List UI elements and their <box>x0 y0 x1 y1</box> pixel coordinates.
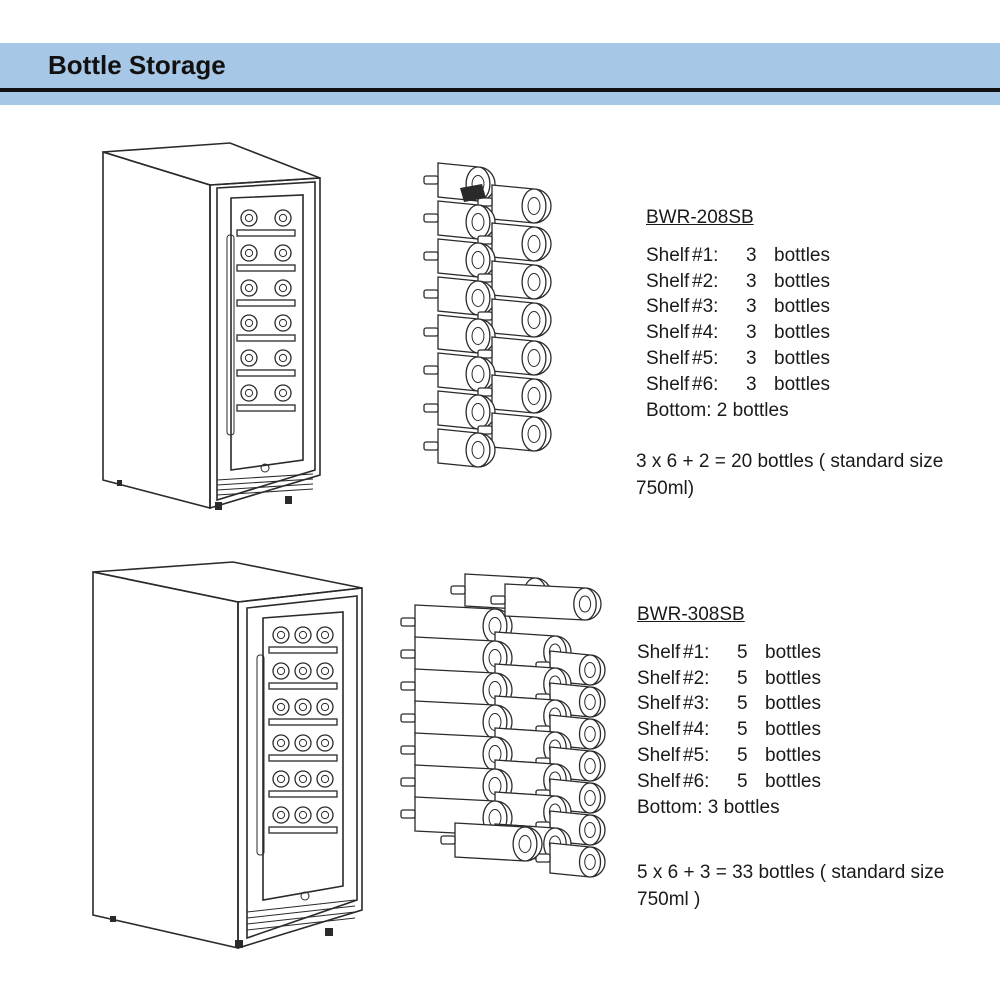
bottle-unit: bottles <box>774 296 830 318</box>
shelf-row: Shelf#2: 3 bottles <box>646 269 830 295</box>
bottle-count: 5 <box>737 641 748 663</box>
shelf-number: #3: <box>683 693 710 715</box>
bottle-count: 5 <box>737 744 748 766</box>
bottle-count: 3 <box>746 322 757 344</box>
bottom-capacity: Bottom: 3 bottles <box>637 796 780 818</box>
shelf-number: #3: <box>692 296 719 318</box>
header-bar <box>0 43 1000 88</box>
shelf-row: Shelf#4: 3 bottles <box>646 320 830 346</box>
shelf-row: Shelf#3: 3 bottles <box>646 294 830 320</box>
header-rule <box>0 88 1000 92</box>
shelf-label: Shelf <box>637 744 681 766</box>
shelf-row: Shelf#3: 5 bottles <box>637 691 821 717</box>
rack-208-illustration <box>420 160 570 490</box>
shelf-row: Shelf#2: 5 bottles <box>637 666 821 692</box>
bottle-unit: bottles <box>774 322 830 344</box>
shelf-number: #4: <box>683 719 710 741</box>
shelf-label: Shelf <box>646 270 690 292</box>
bottle-count: 5 <box>737 667 748 689</box>
shelf-label: Shelf <box>646 296 690 318</box>
bottle-unit: bottles <box>774 244 830 266</box>
rack-308-illustration <box>395 570 625 900</box>
shelf-number: #6: <box>692 373 719 395</box>
model-name: BWR-308SB <box>637 604 745 625</box>
shelf-label: Shelf <box>637 719 681 741</box>
bottle-unit: bottles <box>765 744 821 766</box>
bottle-unit: bottles <box>774 270 830 292</box>
shelf-row: Shelf#5: 5 bottles <box>637 743 821 769</box>
page-title: Bottle Storage <box>48 50 226 80</box>
shelf-label: Shelf <box>646 244 690 266</box>
bottle-unit: bottles <box>765 667 821 689</box>
shelf-label: Shelf <box>646 322 690 344</box>
bottle-unit: bottles <box>765 693 821 715</box>
bottle-count: 5 <box>737 770 748 792</box>
bottom-capacity: Bottom: 2 bottles <box>646 399 789 421</box>
shelf-number: #1: <box>683 641 710 663</box>
capacity-formula: 5 x 6 + 3 = 33 bottles ( standard size 7… <box>637 862 945 910</box>
fridge-208-illustration <box>95 140 330 515</box>
capacity-formula: 3 x 6 + 2 = 20 bottles ( standard size 7… <box>636 451 944 499</box>
shelf-number: #5: <box>692 347 719 369</box>
shelf-row: Shelf#4: 5 bottles <box>637 717 821 743</box>
shelf-label: Shelf <box>637 770 681 792</box>
fridge-308-illustration <box>85 560 375 955</box>
bottle-unit: bottles <box>774 373 830 395</box>
shelf-label: Shelf <box>637 667 681 689</box>
shelf-label: Shelf <box>637 693 681 715</box>
shelf-number: #1: <box>692 244 719 266</box>
bottle-unit: bottles <box>765 770 821 792</box>
bottle-count: 3 <box>746 373 757 395</box>
bottle-count: 3 <box>746 296 757 318</box>
shelf-row: Shelf#5: 3 bottles <box>646 346 830 372</box>
shelf-label: Shelf <box>646 347 690 369</box>
header-underbar <box>0 92 1000 105</box>
shelf-row: Shelf#6: 3 bottles <box>646 372 830 398</box>
bottle-unit: bottles <box>774 347 830 369</box>
bottle-count: 3 <box>746 347 757 369</box>
shelf-label: Shelf <box>637 641 681 663</box>
shelf-row: Shelf#1: 3 bottles <box>646 243 830 269</box>
shelf-number: #2: <box>692 270 719 292</box>
shelf-number: #4: <box>692 322 719 344</box>
bottle-count: 5 <box>737 693 748 715</box>
bottle-unit: bottles <box>765 641 821 663</box>
shelf-number: #2: <box>683 667 710 689</box>
shelf-number: #5: <box>683 744 710 766</box>
shelf-number: #6: <box>683 770 710 792</box>
bottle-unit: bottles <box>765 719 821 741</box>
model-name: BWR-208SB <box>646 207 754 228</box>
bottle-count: 3 <box>746 244 757 266</box>
bottle-count: 5 <box>737 719 748 741</box>
shelf-row: Shelf#6: 5 bottles <box>637 769 821 795</box>
shelf-label: Shelf <box>646 373 690 395</box>
shelf-row: Shelf#1: 5 bottles <box>637 640 821 666</box>
bottle-count: 3 <box>746 270 757 292</box>
